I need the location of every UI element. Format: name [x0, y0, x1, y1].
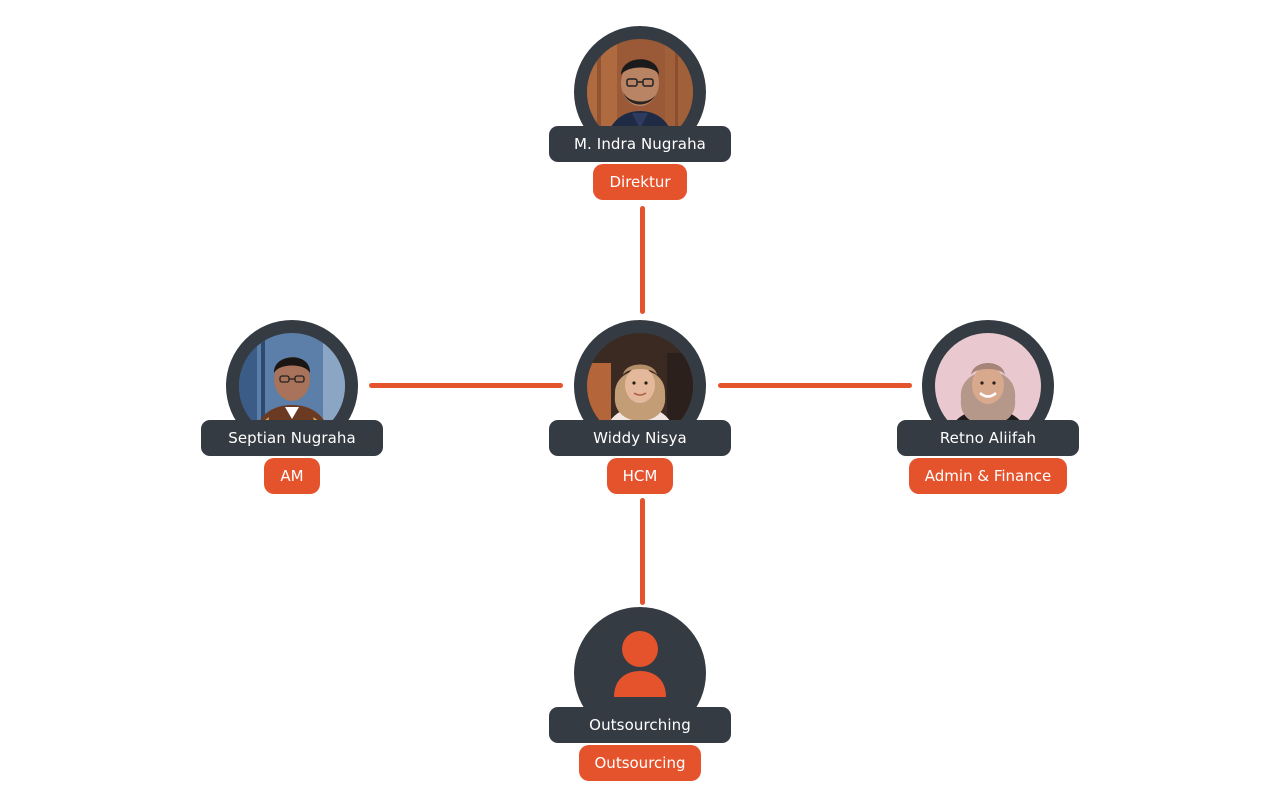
- role-badge: Outsourcing: [578, 745, 702, 781]
- person-name: Outsourching: [549, 707, 731, 743]
- org-node-left[interactable]: Septian Nugraha AM: [201, 320, 383, 495]
- person-name: Widdy Nisya: [549, 420, 731, 456]
- role-badge: Direktur: [593, 164, 687, 200]
- connector-left-center: [369, 383, 563, 388]
- role-badge: Admin & Finance: [908, 458, 1068, 494]
- person-name: Retno Aliifah: [897, 420, 1079, 456]
- connector-top-center: [640, 206, 645, 314]
- role-badge: AM: [264, 458, 320, 494]
- role-badge: HCM: [606, 458, 674, 494]
- user-silhouette-icon: [614, 631, 666, 697]
- org-node-bottom[interactable]: Outsourching Outsourcing: [549, 607, 731, 782]
- connector-center-right: [718, 383, 912, 388]
- org-node-center[interactable]: Widdy Nisya HCM: [549, 320, 731, 495]
- connector-center-bottom: [640, 498, 645, 605]
- org-node-top[interactable]: M. Indra Nugraha Direktur: [549, 26, 731, 201]
- org-node-right[interactable]: Retno Aliifah Admin & Finance: [897, 320, 1079, 495]
- person-name: Septian Nugraha: [201, 420, 383, 456]
- person-name: M. Indra Nugraha: [549, 126, 731, 162]
